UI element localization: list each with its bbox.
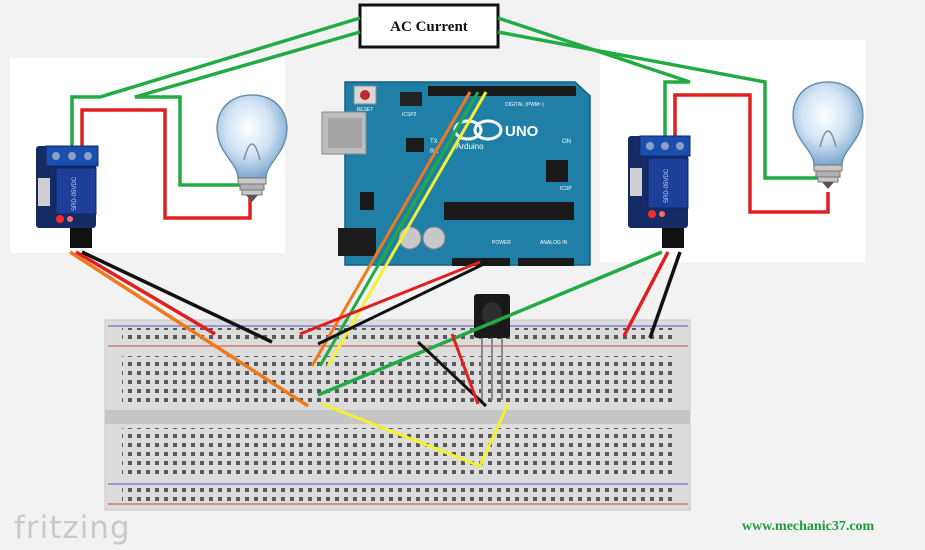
microcontroller-chip	[444, 202, 574, 220]
breadboard	[104, 319, 691, 511]
relay-left-wires	[69, 250, 309, 408]
arduino-signal-wires	[310, 91, 488, 367]
ac-current-label: AC Current	[390, 19, 468, 35]
relay-module-right: SRD-05VDC	[628, 135, 691, 248]
power-header	[452, 258, 510, 266]
icsp2-label: ICSP2	[402, 112, 417, 118]
arduino-power-wires	[299, 260, 489, 346]
on-label: ON	[562, 139, 571, 145]
relay-left-bulb-wire	[80, 108, 252, 220]
analog-label: ANALOG IN	[540, 240, 568, 246]
arduino-uno-board: RESET ICSP2 DIGITAL (PWM~) TX RX UNO Ard…	[321, 81, 591, 266]
analog-header	[518, 258, 574, 266]
arduino-brand: Arduino	[456, 142, 484, 151]
relay-right-wires	[317, 250, 682, 397]
power-jack	[338, 228, 376, 256]
ac-wires-right	[497, 16, 820, 180]
digital-label: DIGITAL (PWM~)	[505, 102, 544, 108]
icsp-right-label: ICSP	[560, 186, 572, 192]
website-label: www.mechanic37.com	[742, 519, 875, 534]
reset-label: RESET	[357, 107, 374, 113]
power-label: POWER	[492, 240, 511, 246]
digital-header	[428, 86, 576, 96]
bulb-left	[216, 94, 288, 202]
bulb-right	[792, 81, 864, 189]
fritzing-watermark: fritzing	[14, 510, 131, 546]
ir-wires	[321, 333, 510, 468]
relay-right-bulb-wire	[673, 93, 830, 214]
ac-wires-left	[70, 16, 361, 187]
arduino-logo: UNO Arduino	[453, 119, 539, 151]
relay-module-left: SRD-05VDC	[36, 145, 99, 248]
uno-label: UNO	[505, 123, 539, 140]
svg-text:SRD-05VDC: SRD-05VDC	[664, 168, 670, 203]
tx-label: TX	[430, 139, 438, 145]
svg-text:SRD-05VDC: SRD-05VDC	[72, 176, 78, 211]
ac-current-box: AC Current	[358, 3, 500, 49]
